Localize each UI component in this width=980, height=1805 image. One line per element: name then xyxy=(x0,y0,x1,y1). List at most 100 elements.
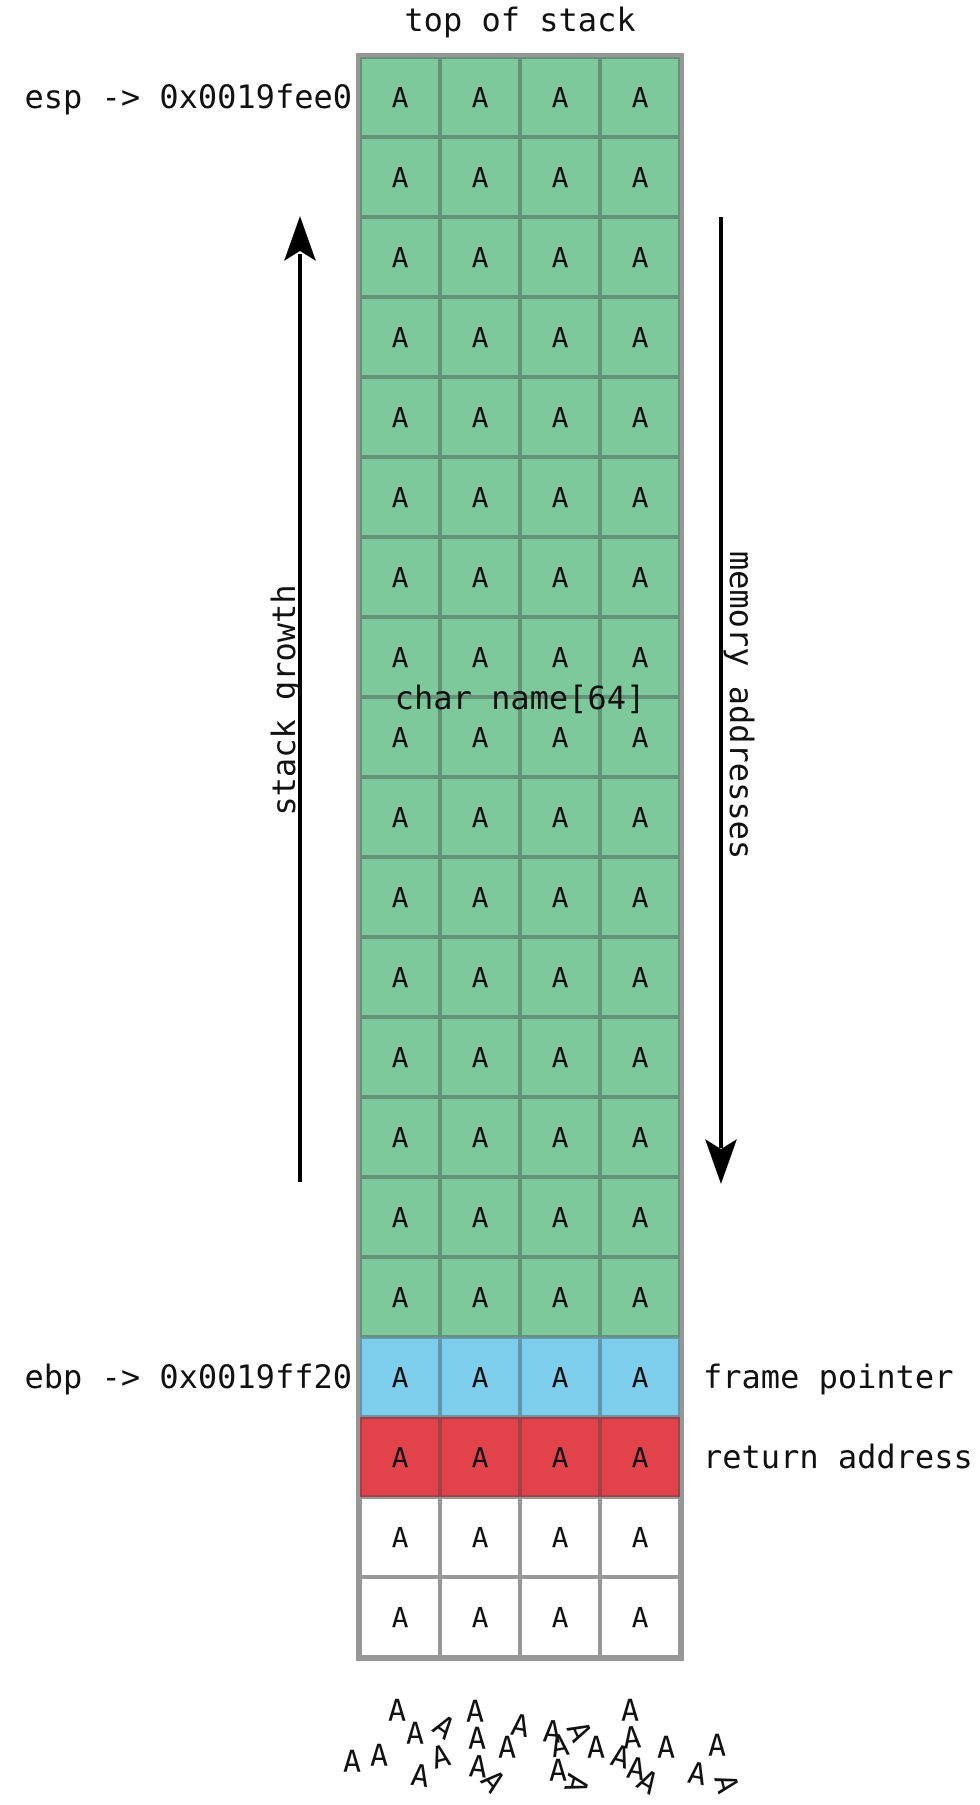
memory-cell-buffer: A xyxy=(520,697,600,777)
memory-cell-buffer: A xyxy=(440,137,520,217)
memory-cell-buffer: A xyxy=(440,1177,520,1257)
memory-cell-buffer: A xyxy=(440,1097,520,1177)
memory-cell-buffer: A xyxy=(520,1097,600,1177)
overflow-letter: A xyxy=(706,1770,745,1798)
memory-cell-buffer: A xyxy=(440,697,520,777)
memory-cell-buffer: A xyxy=(360,377,440,457)
memory-cell-buffer: A xyxy=(600,297,680,377)
memory-cell-buffer: A xyxy=(440,777,520,857)
memory-cell-buffer: A xyxy=(520,937,600,1017)
memory-cell-buffer: A xyxy=(600,937,680,1017)
memory-cell-buffer: A xyxy=(600,697,680,777)
esp-pointer-label: esp -> 0x0019fee0 xyxy=(24,78,352,116)
memory-cell-buffer: A xyxy=(440,297,520,377)
memory-cell-buffer: A xyxy=(360,137,440,217)
memory-cell-buffer: A xyxy=(360,777,440,857)
memory-cell-buffer: A xyxy=(440,1257,520,1337)
overflow-letter: A xyxy=(586,1731,606,1766)
memory-cell-frame-pointer: A xyxy=(600,1337,680,1417)
memory-cell-buffer: A xyxy=(360,1097,440,1177)
memory-cell-buffer: A xyxy=(360,697,440,777)
memory-cell-buffer: A xyxy=(360,217,440,297)
memory-cell-frame-pointer: A xyxy=(520,1337,600,1417)
memory-cell-buffer: A xyxy=(360,1177,440,1257)
memory-cell-buffer: A xyxy=(600,1097,680,1177)
memory-cell-buffer: A xyxy=(600,537,680,617)
memory-cell-buffer: A xyxy=(600,617,680,697)
memory-cell-buffer: A xyxy=(440,457,520,537)
memory-cell-buffer: A xyxy=(360,1017,440,1097)
overflow-letter: A xyxy=(707,1729,727,1764)
memory-cell-buffer: A xyxy=(360,537,440,617)
ebp-pointer-label: ebp -> 0x0019ff20 xyxy=(24,1358,352,1396)
memory-cell-untouched: A xyxy=(360,1577,440,1657)
overflow-letter: A xyxy=(620,1694,640,1729)
memory-cell-return-address: A xyxy=(600,1417,680,1497)
memory-cell-buffer: A xyxy=(520,1177,600,1257)
memory-cell-buffer: A xyxy=(440,617,520,697)
overflow-letter: A xyxy=(369,1739,389,1774)
memory-cell-buffer: A xyxy=(520,457,600,537)
memory-cell-buffer: A xyxy=(440,937,520,1017)
memory-cell-buffer: A xyxy=(440,857,520,937)
memory-cell-buffer: A xyxy=(360,297,440,377)
memory-cell-buffer: A xyxy=(360,1257,440,1337)
memory-cell-buffer: A xyxy=(600,137,680,217)
memory-cell-buffer: A xyxy=(520,297,600,377)
memory-cell-buffer: A xyxy=(440,57,520,137)
memory-cell-buffer: A xyxy=(440,537,520,617)
memory-cell-buffer: A xyxy=(520,617,600,697)
overflow-letter: A xyxy=(408,1757,432,1796)
overflow-letter: A xyxy=(556,1769,595,1797)
memory-addresses-arrowhead-down-icon xyxy=(705,1139,737,1184)
memory-cell-untouched: A xyxy=(520,1497,600,1577)
overflow-letter: A xyxy=(497,1731,517,1766)
frame-pointer-label: frame pointer xyxy=(703,1358,954,1396)
memory-cell-buffer: A xyxy=(440,217,520,297)
memory-cell-buffer: A xyxy=(520,1017,600,1097)
overflow-letter: A xyxy=(387,1694,407,1729)
memory-cell-buffer: A xyxy=(600,777,680,857)
memory-cell-buffer: A xyxy=(520,537,600,617)
memory-cell-buffer: A xyxy=(600,1177,680,1257)
memory-cell-buffer: A xyxy=(600,1257,680,1337)
memory-cell-buffer: A xyxy=(600,1017,680,1097)
overflow-letter: A xyxy=(656,1731,676,1766)
overflow-letter: A xyxy=(548,1754,568,1789)
memory-cell-buffer: A xyxy=(360,857,440,937)
memory-cell-untouched: A xyxy=(440,1577,520,1657)
buffer-array-label: char name[64] xyxy=(394,679,646,717)
memory-cell-buffer: A xyxy=(520,57,600,137)
memory-cell-frame-pointer: A xyxy=(360,1337,440,1417)
memory-cell-buffer: A xyxy=(520,1257,600,1337)
overflow-letter: A xyxy=(465,1695,485,1730)
overflow-letter: A xyxy=(342,1745,362,1780)
memory-cell-buffer: A xyxy=(440,377,520,457)
stack-growth-label: stack growth xyxy=(265,584,303,816)
overflow-letter: A xyxy=(685,1755,710,1794)
overflow-letter: A xyxy=(405,1717,425,1752)
memory-cell-return-address: A xyxy=(520,1417,600,1497)
overflow-letter: A xyxy=(427,1738,455,1777)
memory-cell-buffer: A xyxy=(360,617,440,697)
memory-cell-buffer: A xyxy=(520,217,600,297)
memory-cell-buffer: A xyxy=(440,1017,520,1097)
memory-cell-buffer: A xyxy=(600,457,680,537)
memory-cell-buffer: A xyxy=(360,457,440,537)
memory-cell-return-address: A xyxy=(440,1417,520,1497)
memory-cell-untouched: A xyxy=(360,1497,440,1577)
memory-cell-buffer: A xyxy=(600,217,680,297)
stack-growth-arrowhead-up-icon xyxy=(284,216,316,261)
overflow-letter: A xyxy=(508,1707,533,1746)
memory-cell-untouched: A xyxy=(440,1497,520,1577)
memory-cell-buffer: A xyxy=(520,857,600,937)
return-address-label: return address xyxy=(703,1438,973,1476)
overflow-letter: A xyxy=(467,1722,487,1757)
memory-cell-untouched: A xyxy=(600,1497,680,1577)
memory-cell-untouched: A xyxy=(600,1577,680,1657)
memory-addresses-label: memory addresses xyxy=(722,550,760,860)
memory-cell-buffer: A xyxy=(600,377,680,457)
memory-cell-buffer: A xyxy=(360,937,440,1017)
